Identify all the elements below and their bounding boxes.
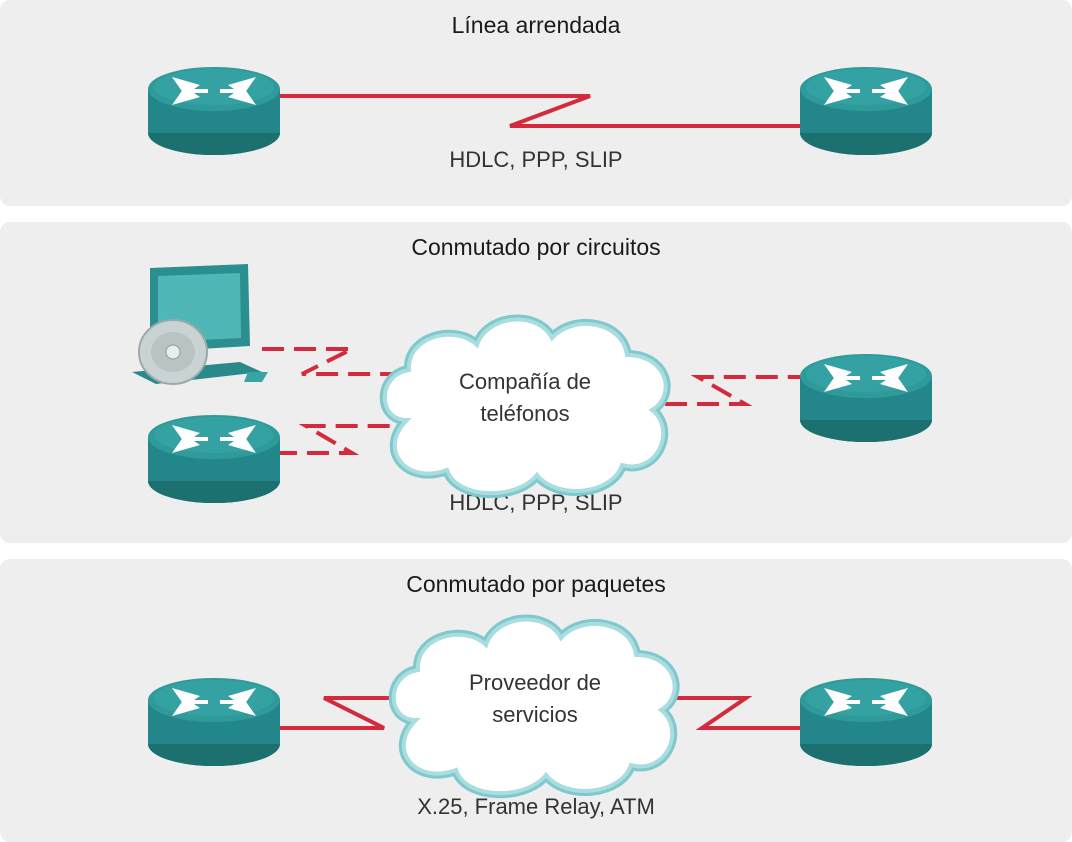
service-provider-line-1: Proveedor de xyxy=(468,670,602,695)
leased-line-protocols: HDLC, PPP, SLIP xyxy=(449,147,623,172)
circuit-switched-title: Conmutado por circuitos xyxy=(411,234,661,260)
leased-line-title: Línea arrendada xyxy=(451,12,621,38)
router-icon xyxy=(148,678,280,766)
router-icon xyxy=(148,67,280,155)
router-icon xyxy=(800,678,932,766)
packet-switched-title: Conmutado por paquetes xyxy=(406,571,666,597)
packet-switched-protocols: X.25, Frame Relay, ATM xyxy=(417,794,655,819)
router-icon xyxy=(148,415,280,503)
phone-company-label: Compañía de teléfonos xyxy=(410,366,640,430)
router-icon xyxy=(800,67,932,155)
packet-links xyxy=(279,696,802,730)
dialup-links xyxy=(262,347,800,455)
router-icon xyxy=(800,354,932,442)
leased-line-link xyxy=(279,94,802,128)
service-provider-line-2: servicios xyxy=(492,702,578,727)
phone-company-line-2: teléfonos xyxy=(480,401,570,426)
computer-icon xyxy=(132,264,268,385)
service-provider-label: Proveedor de servicios xyxy=(420,667,650,731)
phone-company-line-1: Compañía de xyxy=(458,369,592,394)
